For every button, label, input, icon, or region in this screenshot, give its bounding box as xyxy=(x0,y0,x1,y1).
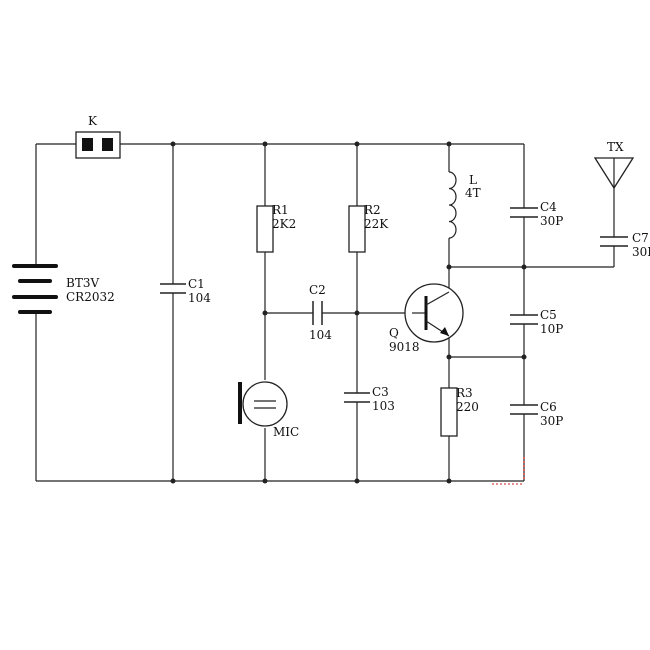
wires xyxy=(35,143,615,482)
c3-value-label: 103 xyxy=(372,399,395,413)
c2-value-label: 104 xyxy=(309,328,332,342)
resistor-r3: R3 220 xyxy=(440,386,479,437)
c1-name-label: C1 xyxy=(188,277,205,291)
antenna-label: TX xyxy=(607,140,624,154)
capacitor-c4: C4 30P xyxy=(510,200,563,228)
junction-dot xyxy=(170,141,176,147)
r3-name-label: R3 xyxy=(456,386,473,400)
battery-bt3v: BT3V CR2032 xyxy=(12,264,115,314)
c7-name-label: C7 xyxy=(632,231,649,245)
junction-dot xyxy=(170,478,176,484)
capacitor-c6: C6 30P xyxy=(510,400,563,428)
c6-value-label: 30P xyxy=(540,414,563,428)
capacitor-c1: C1 104 xyxy=(160,277,211,305)
c1-value-label: 104 xyxy=(188,291,211,305)
junction-dots xyxy=(170,141,527,484)
inductor-l: L 4T xyxy=(448,171,481,239)
r3-value-label: 220 xyxy=(456,400,479,414)
r2-value-label: 22K xyxy=(364,217,389,231)
r1-value-label: 2K2 xyxy=(272,217,296,231)
c4-name-label: C4 xyxy=(540,200,557,214)
r2-name-label: R2 xyxy=(364,203,381,217)
switch-label: K xyxy=(88,114,98,128)
battery-type-label: CR2032 xyxy=(66,290,115,304)
resistor-r2: R2 22K xyxy=(348,203,389,253)
capacitor-c7: C7 30P xyxy=(600,231,650,259)
c3-name-label: C3 xyxy=(372,385,389,399)
l-name-label: L xyxy=(469,173,477,187)
mic-label: MIC xyxy=(273,425,299,439)
junction-dot xyxy=(446,141,452,147)
switch-k: K xyxy=(75,114,121,159)
microphone-mic: MIC xyxy=(238,381,299,439)
c6-name-label: C6 xyxy=(540,400,557,414)
c7-value-label: 30P xyxy=(632,245,650,259)
r1-name-label: R1 xyxy=(272,203,289,217)
c2-name-label: C2 xyxy=(309,283,326,297)
junction-dot xyxy=(262,478,268,484)
junction-dot xyxy=(446,478,452,484)
capacitor-c5: C5 10P xyxy=(510,308,563,336)
battery-name-label: BT3V xyxy=(66,276,99,290)
junction-dot xyxy=(262,141,268,147)
capacitor-c2: C2 104 xyxy=(309,283,332,342)
junction-dot xyxy=(354,141,360,147)
junction-dot xyxy=(354,310,360,316)
q-value-label: 9018 xyxy=(389,340,420,354)
antenna-tx: TX xyxy=(593,140,635,190)
c5-name-label: C5 xyxy=(540,308,557,322)
junction-dot xyxy=(354,478,360,484)
transistor-q: Q 9018 xyxy=(389,283,464,354)
junction-dot xyxy=(521,354,527,360)
resistor-r1: R1 2K2 xyxy=(256,203,296,253)
c4-value-label: 30P xyxy=(540,214,563,228)
junction-dot xyxy=(446,264,452,270)
junction-dot xyxy=(521,264,527,270)
junction-dot xyxy=(262,310,268,316)
c5-value-label: 10P xyxy=(540,322,563,336)
l-value-label: 4T xyxy=(465,186,481,200)
red-mark xyxy=(492,457,525,485)
junction-dot xyxy=(446,354,452,360)
capacitor-c3: C3 103 xyxy=(344,385,395,413)
q-name-label: Q xyxy=(389,326,399,340)
